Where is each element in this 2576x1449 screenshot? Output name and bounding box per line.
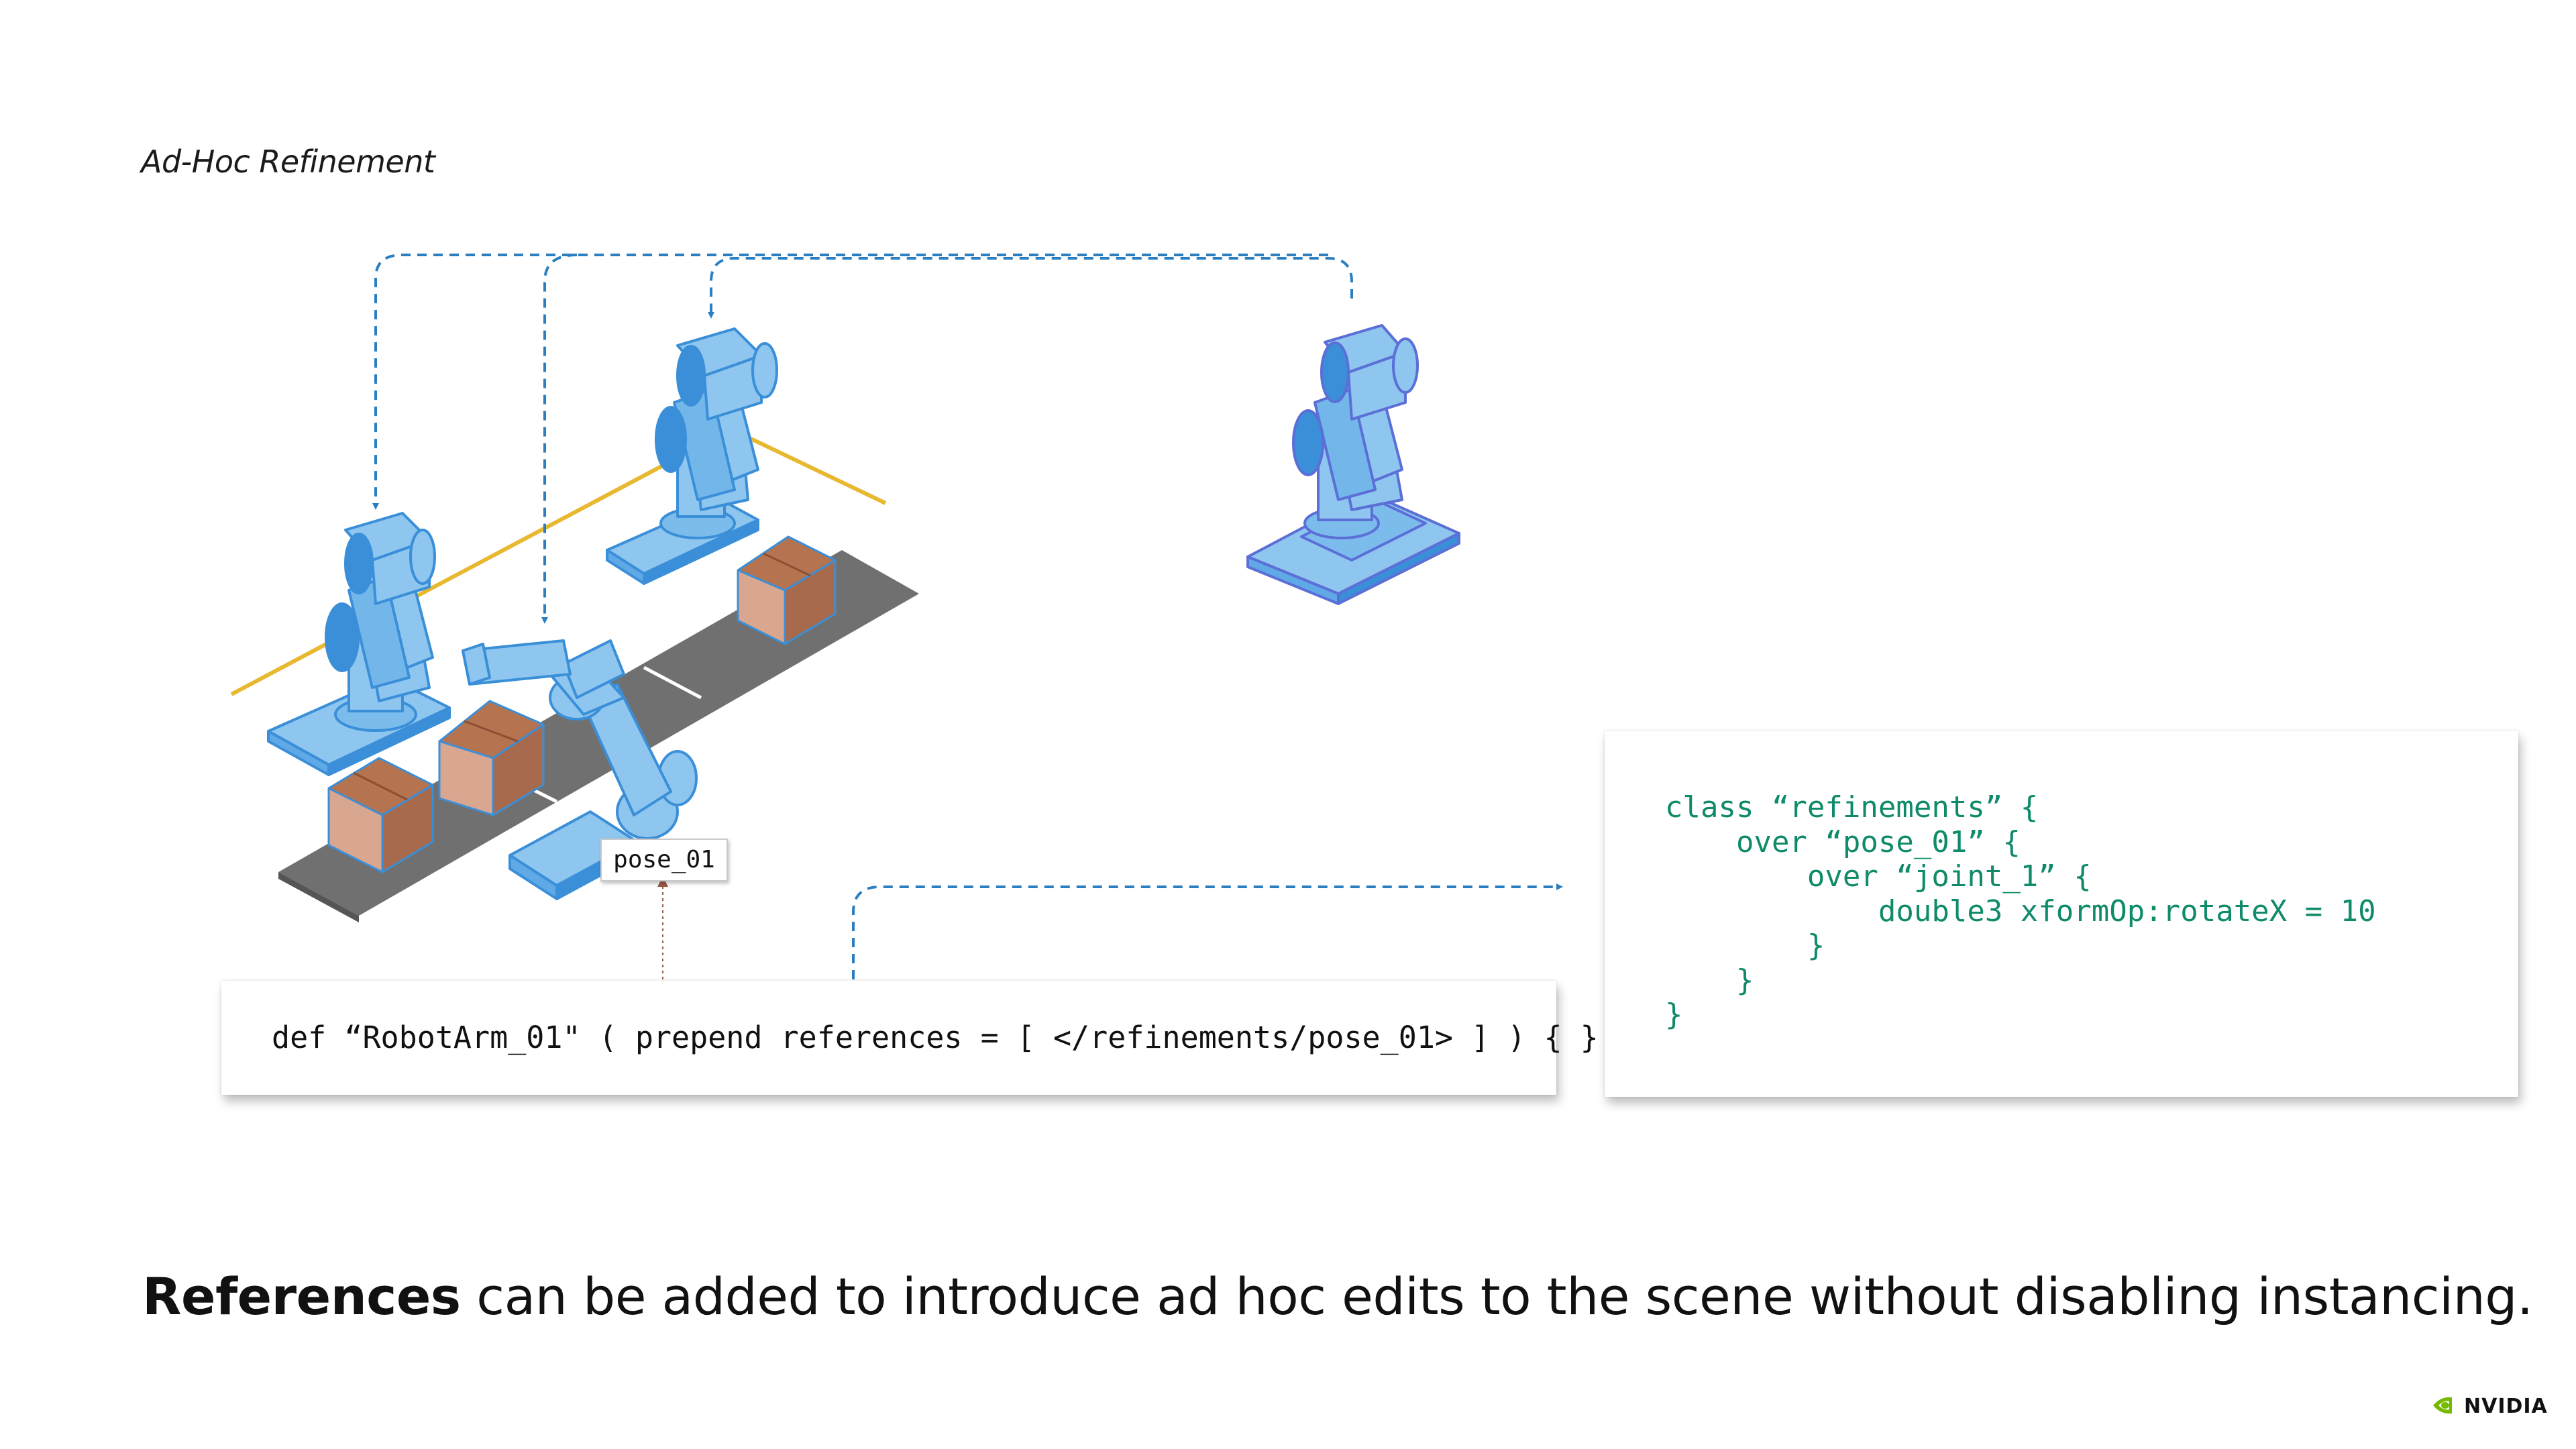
class-code-line: double3 xformOp:rotateX = 10 <box>1665 894 2376 928</box>
caption-text: can be added to introduce ad hoc edits t… <box>460 1267 2533 1326</box>
rail-line-right <box>730 427 887 505</box>
def-code-box: def “RobotArm_01" ( prepend references =… <box>221 981 1599 1095</box>
class-code-line: } <box>1665 998 1683 1032</box>
arrow-to-robot-a <box>708 257 1353 319</box>
nvidia-logo: NVIDIA <box>2432 1392 2553 1421</box>
logo-text: NVIDIA <box>2464 1395 2548 1418</box>
slide-title: Ad-Hoc Refinement <box>141 144 435 180</box>
instance-arrows <box>372 254 1353 624</box>
def-code-line: def “RobotArm_01" ( prepend references =… <box>272 1020 1599 1055</box>
arrow-to-robot-c <box>541 254 578 624</box>
class-code-line: class “refinements” { <box>1665 790 2039 824</box>
pose-label: pose_01 <box>600 839 728 881</box>
robot-arm-icon <box>1246 324 1460 605</box>
class-code-line: } <box>1665 928 1825 963</box>
arrow-to-robot-b <box>372 254 1328 510</box>
class-code-line: over “pose_01” { <box>1665 824 2021 859</box>
cardboard-box-icon <box>737 535 837 645</box>
class-code-box: class “refinements” { over “pose_01” { o… <box>1605 731 2518 1097</box>
cardboard-box-icon <box>438 700 545 816</box>
class-code: class “refinements” { over “pose_01” { o… <box>1665 790 2376 1032</box>
class-code-line: over “joint_1” { <box>1665 859 2092 894</box>
robot-arm-icon <box>606 327 778 585</box>
nvidia-eye-icon <box>2433 1397 2452 1414</box>
rail-line <box>230 427 733 696</box>
class-code-line: } <box>1665 963 1754 998</box>
conveyor-belt-edge <box>278 872 359 922</box>
cardboard-box-icon <box>327 757 434 873</box>
pose-pointer-arrowhead <box>657 876 668 887</box>
caption-bold: References <box>142 1267 461 1326</box>
conveyor-divider <box>643 665 702 700</box>
slide-caption: References can be added to introduce ad … <box>142 1267 2533 1326</box>
refinement-arrow <box>852 883 1563 979</box>
robot-arm-icon <box>267 512 451 776</box>
